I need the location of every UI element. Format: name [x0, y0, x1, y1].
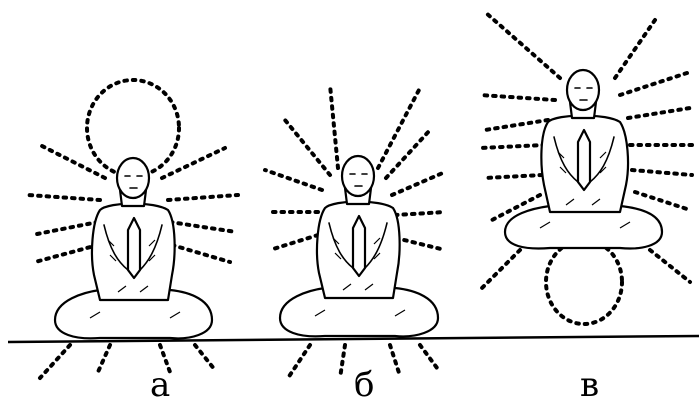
- panel-a-label: а: [150, 368, 170, 402]
- panel-c-lower-halo: [546, 240, 622, 324]
- panel-b-hands: [353, 216, 365, 276]
- panel-a-head: [117, 158, 149, 198]
- panel-c-figure: [478, 12, 692, 324]
- panel-c-hands: [578, 130, 590, 190]
- panel-b-head: [342, 156, 374, 196]
- panel-c-head: [567, 70, 599, 110]
- panel-b-label: б: [354, 368, 374, 402]
- panel-a-hands: [128, 218, 140, 278]
- panel-b-figure: [265, 85, 445, 378]
- panel-c-label: в: [580, 368, 599, 402]
- panel-a-figure: [28, 80, 238, 378]
